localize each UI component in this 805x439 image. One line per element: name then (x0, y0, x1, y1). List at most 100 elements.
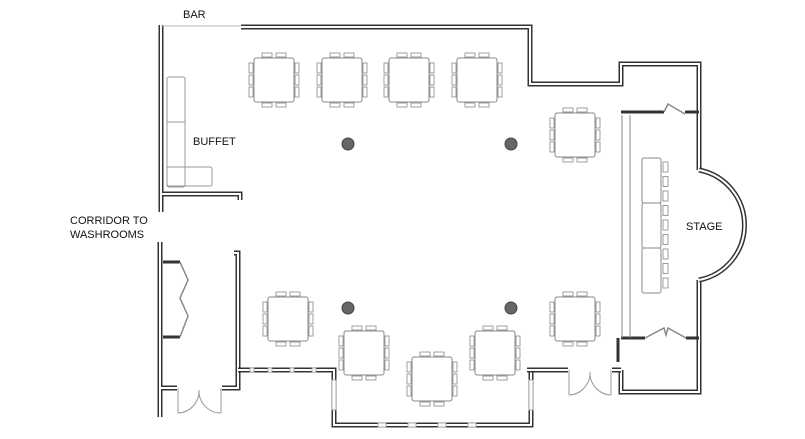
wall-left-lower-inner (159, 242, 239, 417)
chair (464, 102, 476, 108)
chair (262, 313, 268, 325)
chair (549, 313, 555, 325)
chair (275, 291, 287, 297)
label-buffet: BUFFET (193, 136, 236, 148)
chair (383, 86, 389, 98)
wall-bottom (238, 367, 540, 428)
chair (452, 385, 458, 397)
label-corridor-line1: CORRIDOR TO (70, 215, 148, 227)
chair (316, 62, 322, 74)
chair (482, 325, 494, 331)
table-top (253, 57, 295, 103)
chair (406, 373, 412, 385)
chair (451, 74, 457, 86)
chair (275, 52, 287, 58)
chair (662, 161, 669, 173)
pillar (341, 137, 355, 151)
chair (365, 325, 377, 331)
table-top (388, 57, 430, 103)
table-top (554, 296, 596, 342)
chair (469, 359, 475, 371)
chair (261, 102, 273, 108)
chair (576, 157, 588, 163)
stage-head-table (641, 157, 669, 294)
dining-table (549, 291, 601, 347)
exit-door-left (177, 388, 222, 414)
dining-table (383, 52, 435, 108)
chair (329, 52, 341, 58)
stage-apse-inner (698, 169, 746, 281)
chair (562, 291, 574, 297)
table-top (474, 330, 516, 376)
chair (406, 385, 412, 397)
chair (384, 347, 390, 359)
chair (294, 74, 300, 86)
chair (338, 347, 344, 359)
wall-left-upper (158, 25, 243, 212)
chair (662, 248, 669, 260)
chair (429, 74, 435, 86)
pillar (504, 301, 518, 315)
label-corridor-line2: WASHROOMS (70, 229, 144, 241)
head-table-section (641, 202, 662, 249)
folding-door (179, 261, 189, 338)
chair (410, 102, 422, 108)
chair (496, 375, 508, 381)
chair (343, 102, 355, 108)
chair (429, 62, 435, 74)
chair (595, 313, 601, 325)
table-top (411, 356, 453, 402)
chair (289, 291, 301, 297)
chair (294, 86, 300, 98)
chair (316, 74, 322, 86)
chair (396, 52, 408, 58)
dining-table (248, 52, 300, 108)
chair (248, 86, 254, 98)
chair (261, 52, 273, 58)
pillars (341, 137, 518, 315)
dining-table (338, 325, 390, 381)
pillar (341, 301, 355, 315)
chair (275, 102, 287, 108)
chair (410, 52, 422, 58)
wall-top-inner (241, 26, 700, 393)
dining-table (469, 325, 521, 381)
chair (549, 129, 555, 141)
label-bar: BAR (183, 9, 206, 21)
chair (662, 190, 669, 202)
chair (662, 263, 669, 274)
chair (343, 52, 355, 58)
chair (549, 117, 555, 129)
chair (316, 86, 322, 98)
chair (383, 62, 389, 74)
chair (549, 325, 555, 337)
exit-door-right (568, 370, 612, 396)
table-top (267, 296, 309, 342)
chair (576, 341, 588, 347)
stage-partition-top (621, 110, 699, 340)
chair (451, 86, 457, 98)
chair (429, 86, 435, 98)
chair (595, 301, 601, 313)
chair (576, 291, 588, 297)
chair (497, 86, 503, 98)
chair (433, 351, 445, 357)
chair (275, 341, 287, 347)
chair (419, 351, 431, 357)
label-stage: STAGE (686, 221, 722, 233)
dining-table (316, 52, 368, 108)
chair (338, 359, 344, 371)
head-table-section (641, 157, 662, 204)
dining-table (549, 107, 601, 163)
chair (562, 157, 574, 163)
chair (383, 74, 389, 86)
chair (576, 107, 588, 113)
chair (515, 335, 521, 347)
chair (351, 325, 363, 331)
chair (595, 117, 601, 129)
chair (396, 102, 408, 108)
chair (496, 325, 508, 331)
chair (549, 141, 555, 153)
table-top (554, 112, 596, 158)
chair (452, 373, 458, 385)
